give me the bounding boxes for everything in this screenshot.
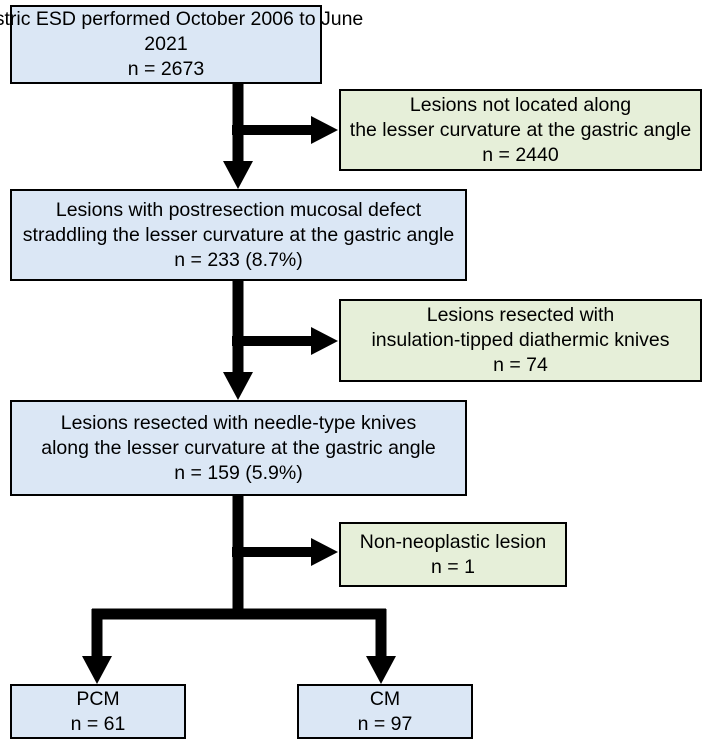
- box-text-line: Lesions not located along: [409, 93, 632, 116]
- excluded-it-knives-box: Lesions resected with insulation-tipped …: [339, 299, 702, 382]
- arrowhead-branch-2: [311, 327, 338, 355]
- straddling-defect-box: Lesions with postresection mucosal defec…: [10, 189, 467, 281]
- box-text-line: along the lesser curvature at the gastri…: [41, 436, 436, 459]
- box-text-line: PCM: [76, 687, 120, 710]
- box-text-line: CM: [369, 687, 401, 710]
- arrowhead-branch-3: [311, 538, 338, 566]
- box-count: n = 2440: [482, 143, 559, 166]
- cm-group-box: CM n = 97: [297, 684, 473, 739]
- box-count: n = 159 (5.9%): [174, 461, 303, 484]
- arrowhead-to-pcm: [82, 656, 112, 684]
- box-count: n = 2673: [127, 58, 205, 80]
- arrowhead-main-2: [223, 372, 253, 400]
- box-text-line: 2021: [144, 33, 188, 55]
- arrowhead-to-cm: [366, 656, 396, 684]
- box-count: n = 233 (8.7%): [174, 248, 303, 271]
- excluded-non-neoplastic-box: Non-neoplastic lesion n = 1: [339, 522, 567, 587]
- total-procedures-box: Gastric ESD performed October 2006 to Ju…: [0, 5, 363, 84]
- pcm-group-box: PCM n = 61: [10, 684, 186, 739]
- box-text-line: straddling the lesser curvature at the g…: [22, 223, 455, 246]
- box-text-line: Lesions resected with needle-type knives: [60, 411, 417, 434]
- box-text-line: insulation-tipped diathermic knives: [371, 329, 670, 351]
- box-count: n = 97: [357, 712, 413, 735]
- box-text-line: Lesions resected with: [426, 304, 615, 326]
- box-count: n = 74: [493, 354, 548, 376]
- box-count: n = 1: [431, 555, 475, 578]
- box-text-line: Gastric ESD performed October 2006 to Ju…: [0, 8, 364, 30]
- box-text-line: Non-neoplastic lesion: [359, 530, 547, 553]
- arrowhead-branch-1: [311, 116, 338, 144]
- box-count: n = 61: [70, 712, 126, 735]
- box-text-line: Lesions with postresection mucosal defec…: [55, 198, 422, 221]
- box-text-line: the lesser curvature at the gastric angl…: [349, 118, 692, 141]
- arrowhead-main-1: [223, 161, 253, 189]
- excluded-location-box: Lesions not located along the lesser cur…: [339, 89, 702, 171]
- needle-knives-box: Lesions resected with needle-type knives…: [10, 400, 467, 496]
